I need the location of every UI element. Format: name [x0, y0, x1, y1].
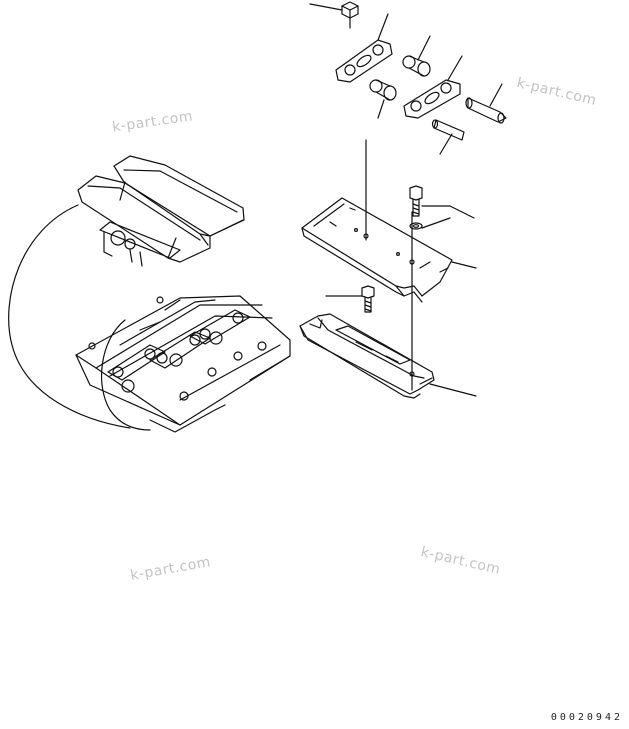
leader-bushing-lower	[377, 99, 385, 119]
shoe-nut-bolt-part	[325, 285, 375, 313]
bushing-upper-part	[402, 35, 431, 77]
leader-bushing-upper	[417, 35, 431, 61]
track-loop-outline	[8, 204, 131, 429]
link-right-part	[403, 55, 463, 119]
leader-link-left	[377, 13, 389, 41]
track-loop-inner	[100, 319, 151, 431]
exploded-parts	[299, 1, 507, 399]
bushing-lower-part	[369, 79, 397, 119]
leader-link-right	[447, 55, 463, 81]
shoe-bolt-part	[409, 185, 475, 219]
lower-chain-assembly	[75, 295, 291, 433]
leader-pin	[439, 133, 453, 155]
track-assembly-illustration	[8, 155, 291, 433]
upper-track-pads	[77, 155, 245, 267]
leader-rubber-pad	[429, 383, 477, 397]
leader-track-shoe	[451, 261, 477, 269]
master-pin-part	[465, 83, 507, 124]
figure-code: 00020942	[550, 712, 623, 723]
pin-part	[431, 119, 465, 155]
link-left-part	[335, 13, 393, 83]
leader-washer	[421, 217, 451, 229]
leader-nut	[309, 3, 343, 11]
washer-part	[409, 217, 451, 230]
nut-part	[309, 1, 359, 29]
track-shoe-part	[301, 197, 477, 303]
leader-master-pin	[489, 83, 503, 107]
rubber-pad-part	[299, 313, 477, 399]
leader-bolt	[421, 205, 475, 219]
